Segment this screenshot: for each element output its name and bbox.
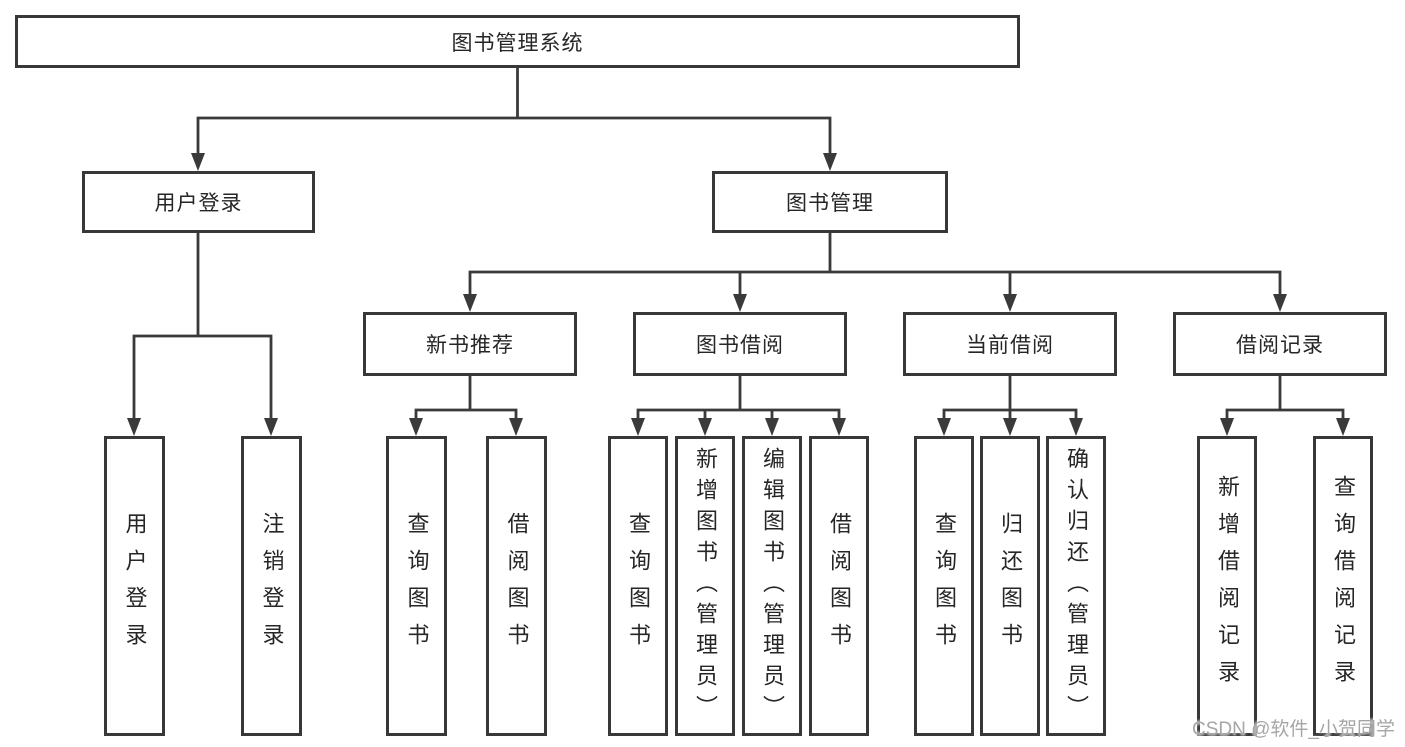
leaf-logout: 注销登录 bbox=[241, 436, 302, 736]
leaf-query-books-1: 查询图书 bbox=[386, 436, 447, 736]
leaf-label: 新增借阅记录 bbox=[1215, 475, 1240, 697]
leaf-label: 用户登录 bbox=[122, 512, 148, 660]
leaf-label: 确认归还（管理员） bbox=[1064, 446, 1089, 726]
leaf-borrow-books-2: 借阅图书 bbox=[809, 436, 869, 736]
node-library-management-system: 图书管理系统 bbox=[15, 15, 1020, 68]
leaf-label: 查询图书 bbox=[626, 512, 651, 660]
node-label: 当前借阅 bbox=[966, 334, 1054, 357]
leaf-label: 新增图书（管理员） bbox=[693, 446, 718, 726]
leaf-query-books-3: 查询图书 bbox=[914, 436, 974, 736]
leaf-label: 编辑图书（管理员） bbox=[760, 446, 785, 726]
leaf-confirm-return-admin: 确认归还（管理员） bbox=[1046, 436, 1106, 736]
csdn-watermark: CSDN @软件_小贺同学 bbox=[1192, 719, 1395, 740]
leaf-add-books-admin: 新增图书（管理员） bbox=[675, 436, 735, 736]
leaf-return-books: 归还图书 bbox=[980, 436, 1040, 736]
leaf-query-borrow-record: 查询借阅记录 bbox=[1313, 436, 1373, 736]
node-borrowing-records: 借阅记录 bbox=[1173, 312, 1387, 376]
leaf-label: 查询图书 bbox=[404, 512, 430, 660]
node-new-book-recommendation: 新书推荐 bbox=[363, 312, 577, 376]
node-book-borrowing: 图书借阅 bbox=[633, 312, 847, 376]
leaf-label: 借阅图书 bbox=[827, 512, 852, 660]
leaf-label: 查询图书 bbox=[932, 512, 957, 660]
node-user-login: 用户登录 bbox=[82, 171, 315, 233]
node-label: 图书管理系统 bbox=[451, 31, 584, 55]
leaf-label: 归还图书 bbox=[998, 512, 1023, 660]
leaf-query-books-2: 查询图书 bbox=[608, 436, 668, 736]
leaf-add-borrow-record: 新增借阅记录 bbox=[1197, 436, 1257, 736]
leaf-borrow-books-1: 借阅图书 bbox=[486, 436, 547, 736]
node-book-management: 图书管理 bbox=[712, 171, 948, 233]
node-label: 用户登录 bbox=[154, 192, 243, 215]
node-label: 借阅记录 bbox=[1236, 334, 1324, 357]
node-label: 图书管理 bbox=[786, 192, 874, 215]
node-label: 新书推荐 bbox=[426, 334, 514, 357]
node-current-borrowing: 当前借阅 bbox=[903, 312, 1117, 376]
node-label: 图书借阅 bbox=[696, 334, 784, 357]
leaf-edit-books-admin: 编辑图书（管理员） bbox=[742, 436, 802, 736]
leaf-label: 查询借阅记录 bbox=[1331, 475, 1356, 697]
leaf-label: 借阅图书 bbox=[504, 512, 530, 660]
leaf-user-login: 用户登录 bbox=[104, 436, 165, 736]
leaf-label: 注销登录 bbox=[259, 512, 285, 660]
